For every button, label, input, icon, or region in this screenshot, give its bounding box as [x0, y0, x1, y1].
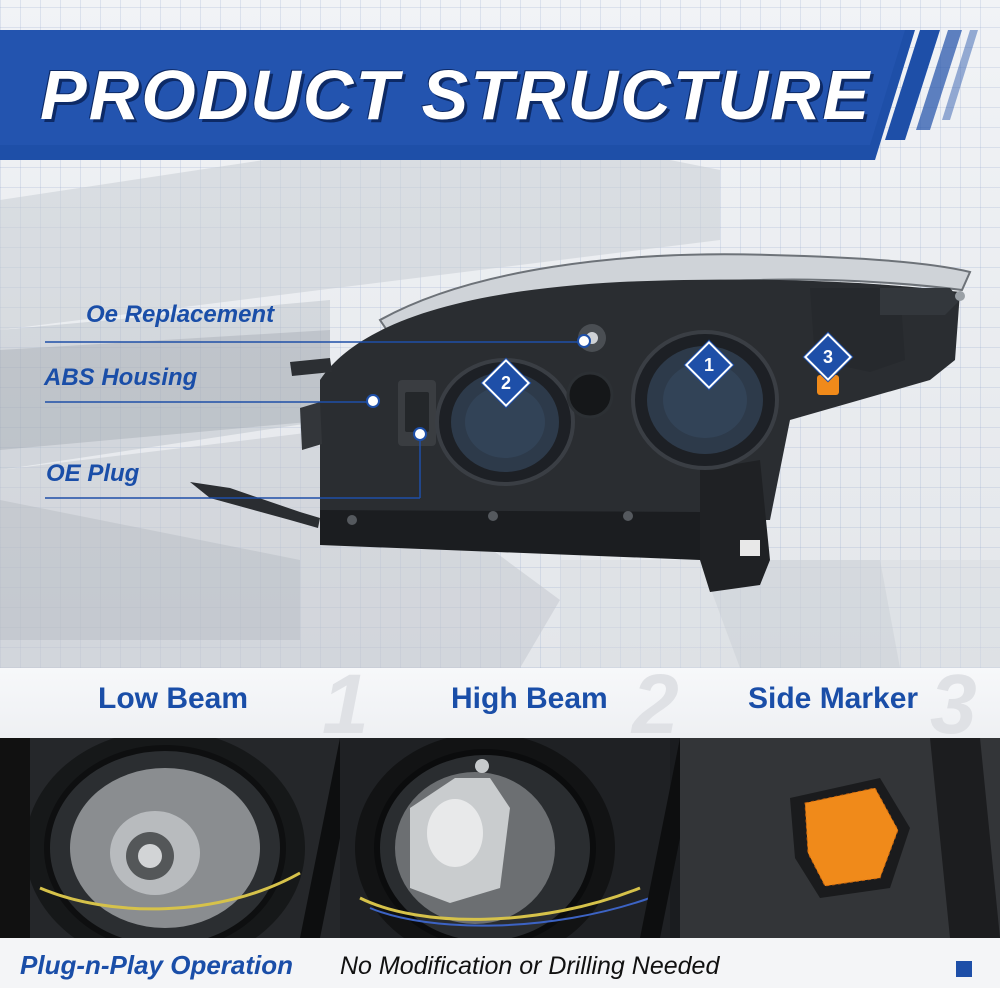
low-beam-photo	[0, 738, 340, 938]
footer-square-icon	[956, 961, 972, 977]
feature-label-low-beam: Low Beam	[98, 682, 249, 715]
structure-section: PRODUCT STRUCTURE	[0, 0, 1000, 668]
high-beam-photo	[340, 738, 670, 938]
marker-number: 3	[822, 347, 833, 367]
oe-plug-dot	[413, 427, 427, 441]
oe-replacement-dot	[577, 334, 591, 348]
feature-photos	[0, 738, 1000, 938]
marker-number: 2	[500, 373, 511, 393]
side-marker-photo	[680, 738, 1000, 938]
marker-number: 1	[703, 355, 714, 375]
feature-labels: 1 Low Beam 2 High Beam 3 Side Marker	[0, 662, 1000, 746]
callout-oe-replacement: Oe Replacement	[86, 301, 275, 328]
feature-number: 2	[632, 657, 679, 751]
title-banner	[0, 30, 978, 160]
callout-oe-plug: OE Plug	[46, 460, 140, 487]
feature-label-high-beam: High Beam	[451, 682, 608, 715]
abs-housing-dot	[366, 394, 380, 408]
feature-number: 3	[930, 657, 977, 751]
footer-highlight: Plug-n-Play Operation	[20, 950, 294, 980]
feature-label-side-marker: Side Marker	[748, 682, 919, 715]
callout-abs-housing: ABS Housing	[44, 364, 198, 391]
page-title: PRODUCT STRUCTURE	[40, 56, 872, 134]
footer-text: No Modification or Drilling Needed	[340, 952, 720, 980]
footer: Plug-n-Play Operation No Modification or…	[0, 938, 1000, 988]
headlight-image	[45, 253, 972, 592]
feature-number: 1	[322, 657, 369, 751]
